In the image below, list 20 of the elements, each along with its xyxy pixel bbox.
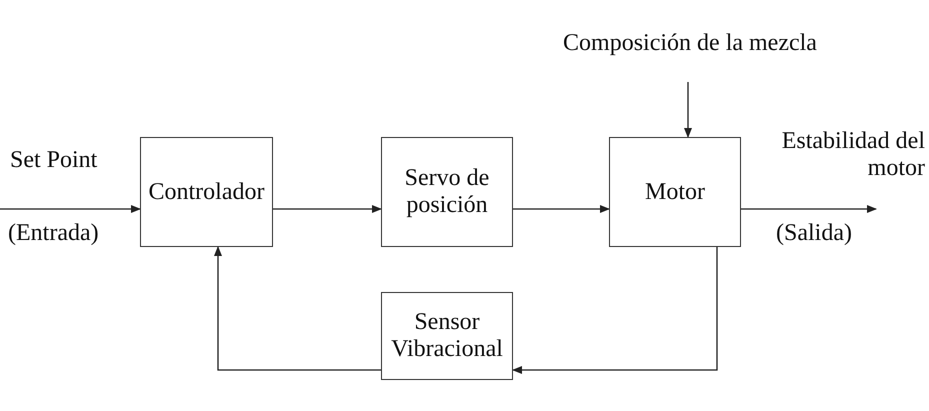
input-label: Composición de la mezcla	[540, 8, 840, 78]
arrow	[684, 82, 692, 138]
arrow	[0, 205, 141, 213]
block-label: Servo de posición	[404, 165, 490, 219]
block-label: Controlador	[148, 178, 266, 206]
signal-label: (Salida)	[776, 220, 853, 247]
block-box	[381, 137, 513, 247]
block-label: Motor	[644, 178, 706, 206]
arrow	[512, 247, 718, 374]
signal-label: Estabilidad del motor	[780, 128, 925, 182]
arrow	[273, 205, 382, 213]
arrow	[214, 246, 381, 371]
block-box	[140, 137, 273, 247]
arrow	[513, 205, 610, 213]
signal-label: Set Point	[10, 147, 98, 174]
block-box	[609, 137, 741, 247]
block-label: Sensor Vibracional	[390, 309, 504, 363]
signal-label: (Entrada)	[8, 220, 100, 247]
arrow	[741, 205, 877, 213]
block-box	[381, 292, 513, 380]
